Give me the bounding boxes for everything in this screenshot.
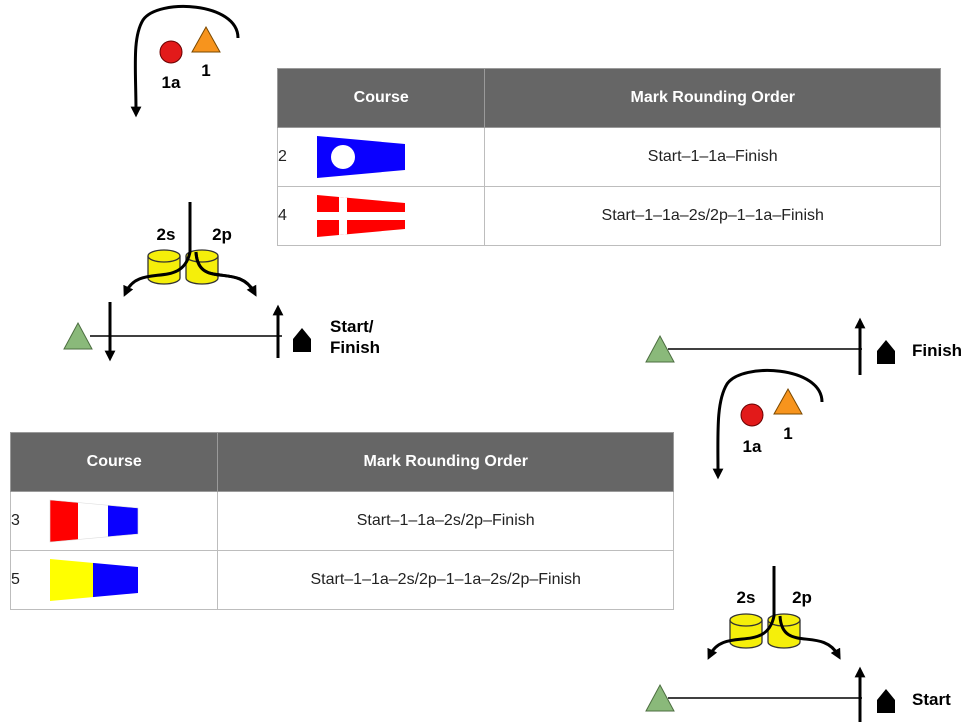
table-header-row: Course Mark Rounding Order [9, 432, 674, 492]
start-finish-label: Start/Finish [330, 317, 380, 357]
start-boat [877, 689, 895, 713]
committee-boat [293, 328, 311, 352]
course-number: 2 [278, 148, 287, 166]
mark-2p-label: 2p [212, 225, 232, 244]
rounding-order: Start–1–1a–2s/2p–1–1a–Finish [484, 186, 941, 246]
course-number: 4 [278, 207, 287, 225]
flag-4-icon [317, 195, 406, 237]
mark-1a-label: 1a [162, 73, 181, 92]
flag-3-icon [50, 499, 139, 543]
mark-1-right-label: 1 [783, 424, 792, 443]
pin-mark [63, 321, 93, 350]
rounding-order: Start–1–1a–2s/2p–1–1a–2s/2p–Finish [217, 550, 674, 610]
table-header-row: Course Mark Rounding Order [276, 68, 941, 128]
column-header-course: Course [276, 68, 486, 128]
mark-1 [191, 25, 221, 53]
flag-5-icon [50, 559, 139, 601]
table-row: 3 Start–1–1a–2s/2p–Finish [9, 491, 674, 551]
table-row: 5 Start–1–1a–2s/2p–1–1a–2s/2p–Finish [9, 550, 674, 610]
table-row: 4 Start–1–1a–2s/2p–1–1a–Finish [276, 186, 941, 246]
finish-label: Finish [912, 341, 962, 360]
mark-1a-right [740, 403, 764, 427]
rounding-order: Start–1–1a–Finish [484, 127, 941, 187]
start-label: Start [912, 690, 951, 709]
gate-rounding-arrow-right [707, 566, 776, 660]
rounding-arrow-top-left [130, 4, 240, 118]
course-cell: 4 [276, 186, 486, 246]
course-right: Finish 1a 1 2s 2p Start [645, 317, 962, 722]
flag-2-icon [317, 136, 406, 178]
column-header-order: Mark Rounding Order [217, 432, 674, 492]
mark-1-right [773, 387, 803, 415]
column-header-course: Course [9, 432, 219, 492]
start-pin-mark [645, 683, 675, 712]
mark-2s-label: 2s [157, 225, 176, 244]
course-table-bottom: Course Mark Rounding Order 3 Start–1–1a–… [9, 432, 674, 610]
course-number: 3 [11, 512, 20, 530]
mark-1a [159, 40, 183, 64]
table-row: 2 Start–1–1a–Finish [276, 127, 941, 187]
finish-pin-mark [645, 334, 675, 363]
column-header-order: Mark Rounding Order [484, 68, 941, 128]
finish-boat [877, 340, 895, 364]
mark-2p-right-label: 2p [792, 588, 812, 607]
course-table-top: Course Mark Rounding Order 2 Start–1–1a–… [276, 68, 941, 246]
course-number: 5 [11, 571, 20, 589]
course-cell: 2 [276, 127, 486, 187]
course-cell: 5 [9, 550, 219, 610]
course-left: 1a 1 2s 2p Start/Finish [63, 4, 380, 362]
rounding-order: Start–1–1a–2s/2p–Finish [217, 491, 674, 551]
mark-2s-right-label: 2s [737, 588, 756, 607]
rounding-arrow-right [712, 368, 824, 480]
mark-1-label: 1 [201, 61, 210, 80]
mark-1a-right-label: 1a [743, 437, 762, 456]
course-cell: 3 [9, 491, 219, 551]
